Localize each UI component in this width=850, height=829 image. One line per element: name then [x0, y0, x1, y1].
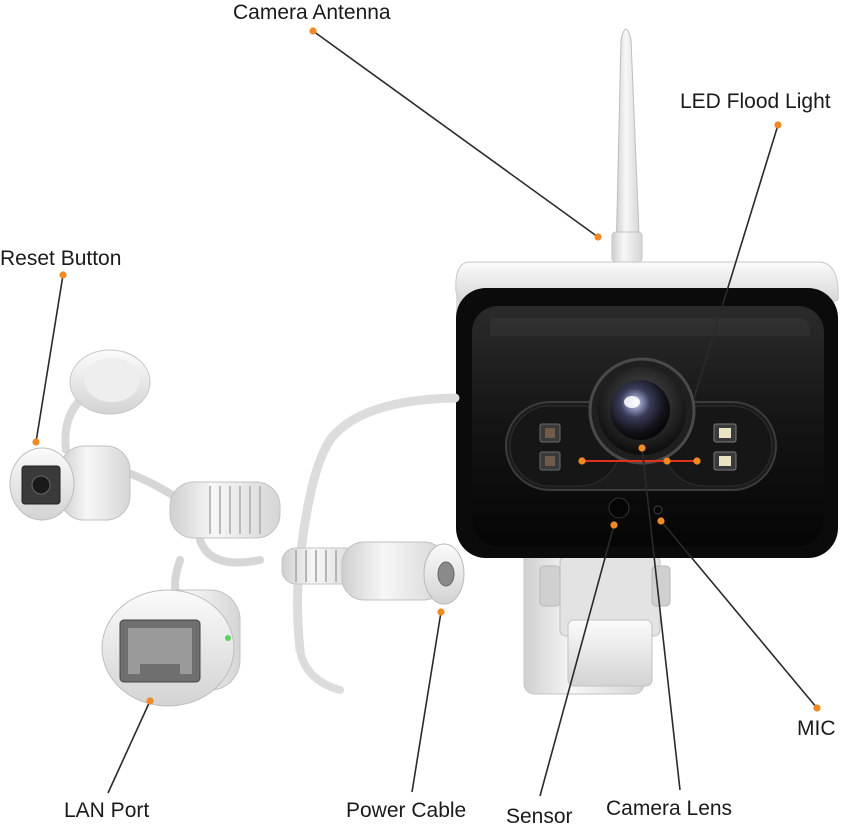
- label-lan-port: LAN Port: [64, 799, 150, 822]
- power-cable-icon: [281, 541, 465, 605]
- callout-dot: [663, 457, 671, 465]
- callout-dot: [309, 27, 317, 35]
- callout-dot: [638, 444, 646, 452]
- label-mic: MIC: [797, 717, 836, 740]
- antenna-icon: [611, 28, 643, 263]
- camera-lens-icon: [588, 357, 696, 465]
- label-power-cable: Power Cable: [346, 799, 467, 822]
- reset-button-icon: [9, 445, 131, 521]
- mic-hole-icon: [653, 505, 663, 515]
- callout-dot: [437, 608, 445, 616]
- reset-cap-icon: [69, 349, 151, 415]
- callout-dot: [146, 697, 154, 705]
- label-sensor: Sensor: [506, 805, 573, 828]
- connector-icon: [169, 481, 281, 539]
- mount-bracket-icon: [523, 547, 671, 695]
- callout-dot: [594, 233, 602, 241]
- led-flood-light-icon: [713, 423, 737, 471]
- leader-lines: [35, 30, 818, 797]
- label-led-flood-light: LED Flood Light: [680, 90, 831, 113]
- callout-dot: [693, 457, 701, 465]
- callout-dot: [774, 121, 782, 129]
- callout-dot: [813, 704, 821, 712]
- callout-dot: [657, 517, 665, 525]
- ir-led-icon: [539, 423, 561, 471]
- sensor-icon: [608, 497, 630, 519]
- callout-dot: [610, 521, 618, 529]
- callout-dot: [578, 457, 586, 465]
- callout-dots: [32, 27, 821, 712]
- label-reset-button: Reset Button: [0, 247, 122, 270]
- callout-dot: [59, 271, 67, 279]
- label-camera-lens: Camera Lens: [606, 797, 733, 820]
- lan-port-icon: [101, 589, 241, 707]
- label-camera-antenna: Camera Antenna: [233, 1, 391, 24]
- callout-dot: [32, 438, 40, 446]
